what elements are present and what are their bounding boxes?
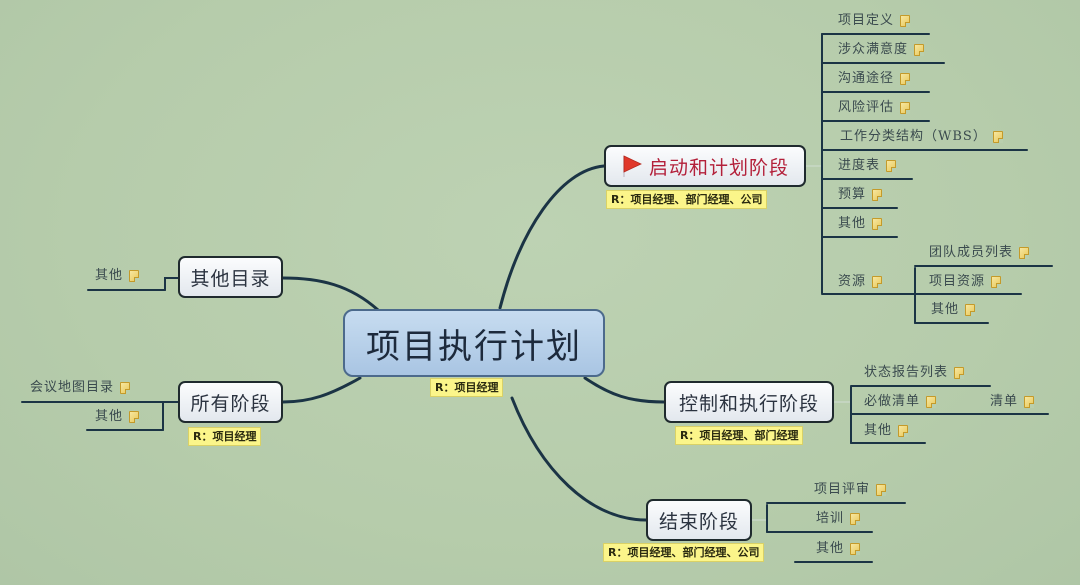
branch-control-execution-title: 控制和执行阶段 — [678, 392, 819, 415]
leaf-status-report-list[interactable]: 状态报告列表 — [864, 365, 965, 381]
central-node[interactable]: 项目执行计划 — [343, 309, 605, 377]
leaf-control-other[interactable]: 其他 — [864, 423, 909, 439]
note-icon[interactable] — [872, 189, 883, 201]
note-icon[interactable] — [1019, 247, 1030, 259]
note-icon[interactable] — [900, 15, 911, 27]
leaf-label: 其他 — [816, 541, 845, 556]
branch-closing[interactable]: 结束阶段 — [646, 499, 752, 541]
note-icon[interactable] — [900, 102, 911, 114]
leaf-label: 项目定义 — [838, 13, 895, 28]
leaf-budget[interactable]: 预算 — [838, 187, 883, 203]
leaf-risk-assessment[interactable]: 风险评估 — [838, 100, 911, 116]
leaf-other-directory-other[interactable]: 其他 — [95, 268, 140, 284]
central-responsible-callout: R：项目经理 — [430, 378, 504, 397]
note-icon[interactable] — [914, 44, 925, 56]
leaf-communication-channels[interactable]: 沟通途径 — [838, 71, 911, 87]
branch-other-directory[interactable]: 其他目录 — [178, 256, 283, 298]
leaf-label: 培训 — [816, 511, 845, 526]
red-flag-icon — [621, 154, 643, 178]
leaf-label: 项目资源 — [929, 274, 986, 289]
leaf-label: 涉众满意度 — [838, 42, 909, 57]
branch-start-planning-title: 启动和计划阶段 — [648, 156, 789, 179]
note-icon[interactable] — [926, 396, 937, 408]
leaf-other[interactable]: 其他 — [838, 216, 883, 232]
leaf-label: 状态报告列表 — [864, 365, 949, 380]
leaf-label: 其他 — [838, 216, 867, 231]
note-icon[interactable] — [129, 270, 140, 282]
leaf-label: 必做清单 — [864, 394, 921, 409]
leaf-all-phases-other[interactable]: 其他 — [95, 409, 140, 425]
branch-closing-title: 结束阶段 — [658, 510, 739, 533]
leaf-project-review[interactable]: 项目评审 — [814, 482, 887, 498]
note-icon[interactable] — [872, 218, 883, 230]
note-icon[interactable] — [872, 276, 883, 288]
leaf-label: 其他 — [864, 423, 893, 438]
branch-all-phases[interactable]: 所有阶段 — [178, 381, 283, 423]
branch-control-execution[interactable]: 控制和执行阶段 — [664, 381, 834, 423]
note-icon[interactable] — [965, 304, 976, 316]
leaf-resources-other[interactable]: 其他 — [931, 302, 976, 318]
control-execution-responsible-callout: R：项目经理、部门经理 — [675, 426, 804, 445]
leaf-label: 工作分类结构（WBS） — [840, 129, 987, 144]
note-icon[interactable] — [129, 411, 140, 423]
leaf-schedule[interactable]: 进度表 — [838, 158, 897, 174]
leaf-checklist[interactable]: 清单 — [990, 394, 1035, 410]
note-icon[interactable] — [898, 425, 909, 437]
leaf-label: 清单 — [990, 394, 1019, 409]
leaf-label: 团队成员列表 — [929, 245, 1014, 260]
leaf-label: 会议地图目录 — [30, 380, 115, 395]
all-phases-responsible-callout: R：项目经理 — [188, 427, 262, 446]
leaf-label: 风险评估 — [838, 100, 895, 115]
note-icon[interactable] — [850, 513, 861, 525]
note-icon[interactable] — [900, 73, 911, 85]
leaf-label: 沟通途径 — [838, 71, 895, 86]
leaf-label: 项目评审 — [814, 482, 871, 497]
leaf-label: 其他 — [931, 302, 960, 317]
leaf-label: 资源 — [838, 274, 867, 289]
leaf-must-do-list[interactable]: 必做清单 — [864, 394, 937, 410]
note-icon[interactable] — [954, 367, 965, 379]
leaf-stakeholder-satisfaction[interactable]: 涉众满意度 — [838, 42, 925, 58]
leaf-resources[interactable]: 资源 — [838, 274, 883, 290]
branch-all-phases-title: 所有阶段 — [190, 392, 271, 415]
branch-other-directory-title: 其他目录 — [190, 267, 271, 290]
leaf-closing-other[interactable]: 其他 — [816, 541, 861, 557]
note-icon[interactable] — [886, 160, 897, 172]
leaf-project-resources[interactable]: 项目资源 — [929, 274, 1002, 290]
leaf-label: 进度表 — [838, 158, 881, 173]
leaf-label: 预算 — [838, 187, 867, 202]
central-title: 项目执行计划 — [366, 326, 582, 367]
note-icon[interactable] — [876, 484, 887, 496]
leaf-team-member-list[interactable]: 团队成员列表 — [929, 245, 1030, 261]
start-planning-responsible-callout: R：项目经理、部门经理、公司 — [606, 190, 768, 209]
leaf-wbs[interactable]: 工作分类结构（WBS） — [840, 129, 1003, 145]
note-icon[interactable] — [992, 131, 1003, 143]
branch-start-planning[interactable]: 启动和计划阶段 — [604, 145, 806, 187]
leaf-label: 其他 — [95, 268, 124, 283]
note-icon[interactable] — [850, 543, 861, 555]
note-icon[interactable] — [120, 382, 131, 394]
note-icon[interactable] — [1024, 396, 1035, 408]
leaf-project-definition[interactable]: 项目定义 — [838, 13, 911, 29]
leaf-meeting-map-directory[interactable]: 会议地图目录 — [30, 380, 131, 396]
note-icon[interactable] — [991, 276, 1002, 288]
closing-responsible-callout: R：项目经理、部门经理、公司 — [603, 543, 765, 562]
leaf-training[interactable]: 培训 — [816, 511, 861, 527]
leaf-label: 其他 — [95, 409, 124, 424]
